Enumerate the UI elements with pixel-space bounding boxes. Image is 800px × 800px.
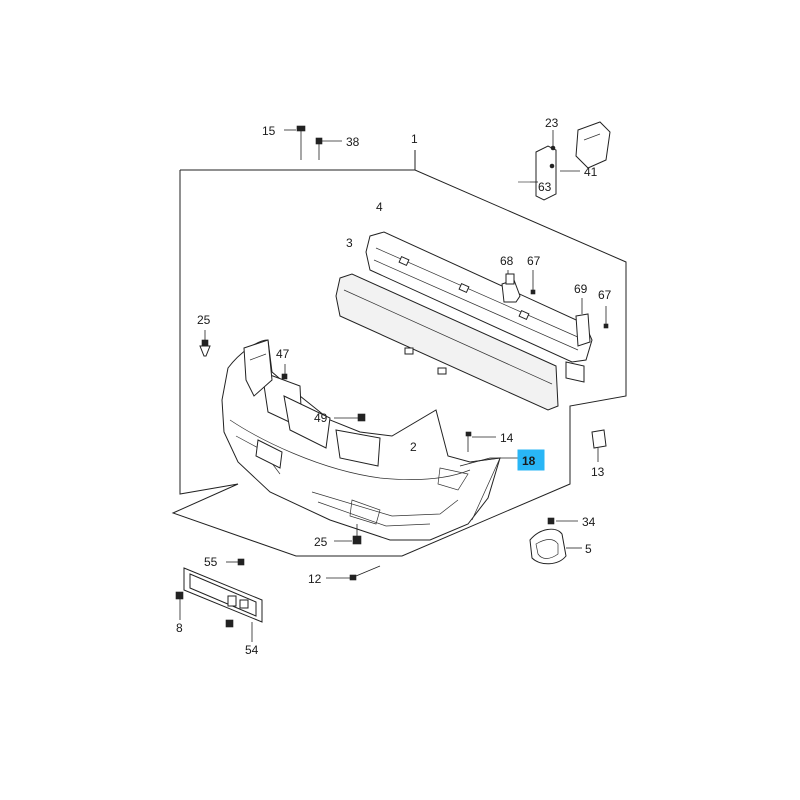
fastener-14 — [465, 431, 496, 452]
callout-38: 38 — [346, 135, 360, 149]
callout-18: 18 — [522, 454, 536, 468]
fastener-47 — [281, 364, 288, 380]
fastener-38 — [315, 137, 342, 160]
fastener-25-upper — [199, 330, 211, 357]
part-13 — [591, 429, 607, 462]
callout-14: 14 — [500, 431, 514, 445]
part-bumper-fascia — [221, 339, 501, 541]
fastener-25-lower — [334, 524, 362, 545]
part-bracket-68 — [501, 270, 536, 303]
callout-63: 63 — [538, 180, 552, 194]
fastener-15 — [284, 125, 306, 160]
highlight-box — [517, 449, 545, 471]
callout-68: 68 — [500, 254, 514, 268]
callout-69: 69 — [574, 282, 588, 296]
fastener-12 — [326, 565, 381, 581]
fastener-49 — [334, 413, 366, 422]
part-18-leader — [459, 457, 518, 467]
callout-47: 47 — [276, 347, 290, 361]
callout-labels: 1 15 38 23 41 63 4 3 68 67 69 67 25 47 4… — [176, 116, 612, 657]
callout-67-a: 67 — [527, 254, 541, 268]
part-bracket-23-41 — [518, 121, 611, 201]
callout-1: 1 — [411, 132, 418, 146]
callout-4: 4 — [376, 200, 383, 214]
part-fog-lamp-bracket — [529, 517, 582, 565]
callout-41: 41 — [584, 165, 598, 179]
assembly-frame — [171, 150, 627, 557]
part-license-plate-bracket — [175, 558, 263, 642]
callout-8: 8 — [176, 621, 183, 635]
callout-25-lower: 25 — [314, 535, 328, 549]
callout-15: 15 — [262, 124, 276, 138]
callout-54: 54 — [245, 643, 259, 657]
callout-2: 2 — [410, 440, 417, 454]
callout-18-highlight[interactable]: 18 — [517, 449, 545, 471]
callout-55: 55 — [204, 555, 218, 569]
callout-12: 12 — [308, 572, 322, 586]
callout-3: 3 — [346, 236, 353, 250]
part-bracket-69 — [575, 298, 609, 347]
callout-13: 13 — [591, 465, 605, 479]
callout-25-upper: 25 — [197, 313, 211, 327]
callout-34: 34 — [582, 515, 596, 529]
callout-23: 23 — [545, 116, 559, 130]
part-bumper-beam — [335, 273, 559, 411]
part-left-bracket — [243, 339, 273, 397]
callout-5: 5 — [585, 542, 592, 556]
part-energy-absorber — [365, 231, 593, 383]
callout-67-b: 67 — [598, 288, 612, 302]
callout-49: 49 — [314, 411, 328, 425]
